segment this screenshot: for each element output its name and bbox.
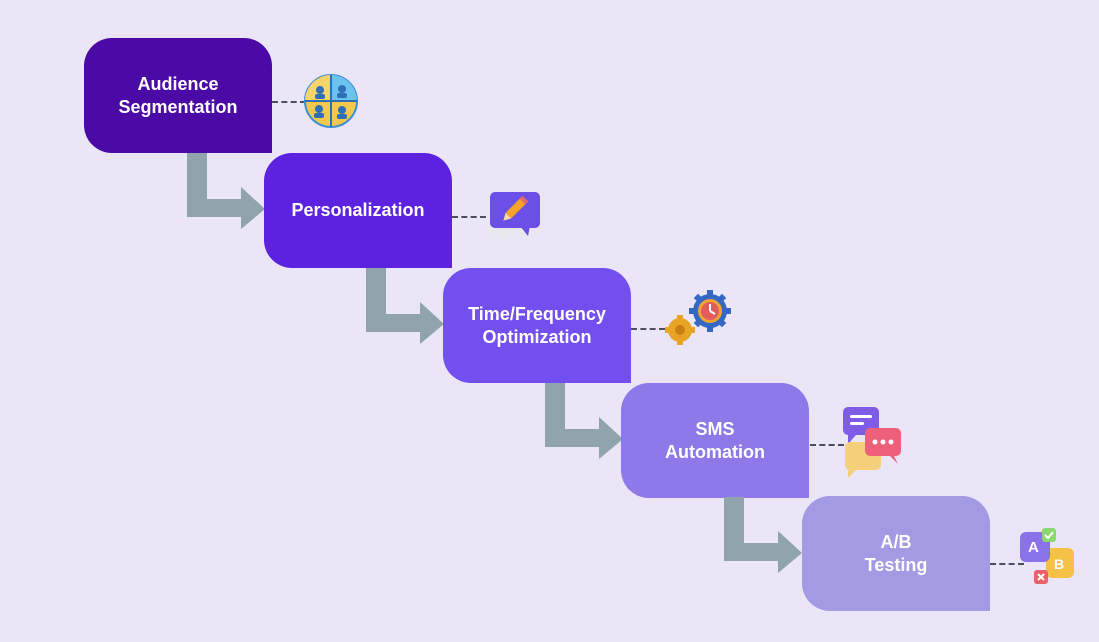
step-label: Personalization bbox=[291, 200, 425, 220]
flow-arrow bbox=[545, 383, 623, 459]
step-time-frequency-optimization: Time/Frequency Optimization bbox=[443, 268, 631, 383]
audience-segmentation-icon bbox=[304, 74, 358, 128]
dashed-connector bbox=[810, 444, 844, 446]
step-label: Audience Segmentation bbox=[118, 73, 238, 117]
flow-arrow bbox=[366, 268, 444, 344]
svg-text:A: A bbox=[1028, 539, 1039, 556]
dashed-connector bbox=[452, 216, 486, 218]
pencil-chat-icon bbox=[486, 192, 540, 244]
clock-gears-icon bbox=[665, 290, 731, 345]
step-audience-segmentation: Audience Segmentation bbox=[84, 38, 272, 153]
dashed-connector bbox=[631, 328, 665, 330]
step-sms-automation: SMS Automation bbox=[621, 383, 809, 498]
chat-bubbles-icon bbox=[843, 407, 901, 478]
flow-arrow bbox=[187, 153, 265, 229]
dashed-connector bbox=[990, 563, 1024, 565]
step-label: Time/Frequency Optimization bbox=[468, 303, 606, 347]
flow-arrow bbox=[724, 497, 802, 573]
step-label: SMS Automation bbox=[665, 418, 765, 462]
svg-text:B: B bbox=[1054, 556, 1064, 572]
dashed-connector bbox=[272, 101, 306, 103]
step-personalization: Personalization bbox=[264, 153, 452, 268]
ab-testing-icon: B A bbox=[1020, 528, 1074, 584]
step-label: A/B Testing bbox=[864, 531, 928, 575]
step-ab-testing: A/B Testing bbox=[802, 496, 990, 611]
